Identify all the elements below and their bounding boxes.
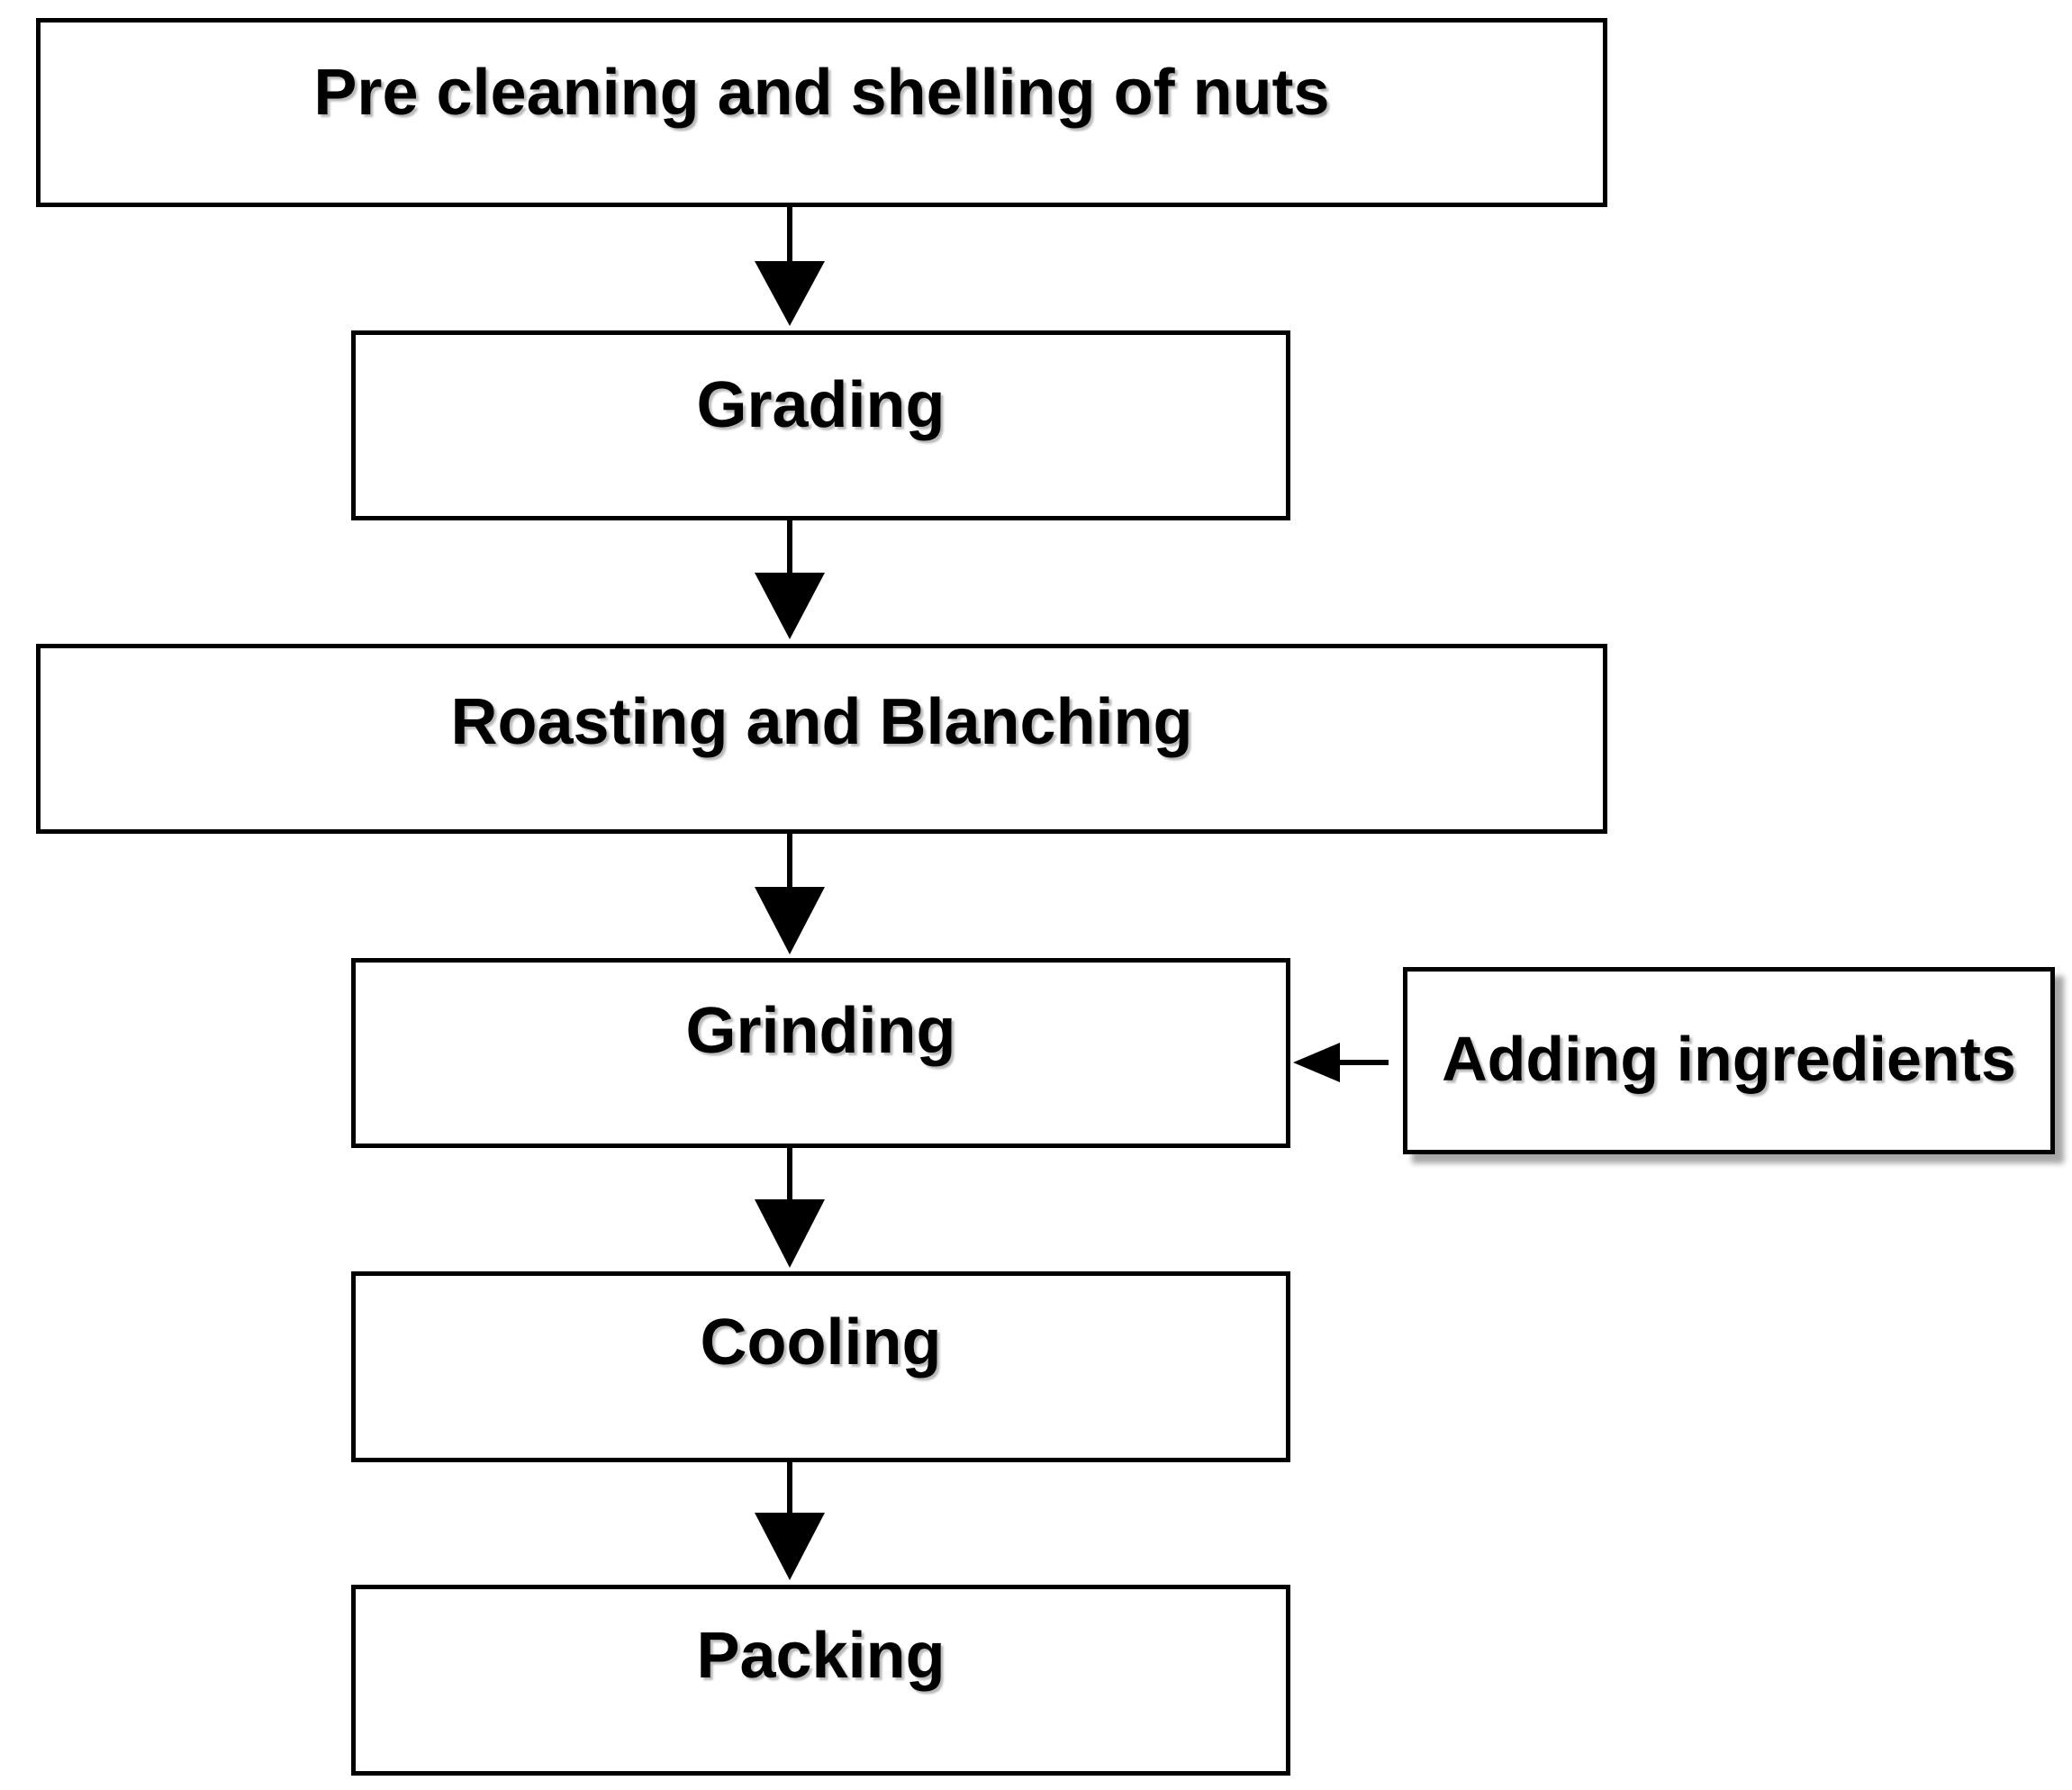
step-packing-label: Packing [696, 1620, 946, 1692]
step-grinding: Grinding [351, 958, 1290, 1148]
step-pre-cleaning: Pre cleaning and shelling of nuts [36, 18, 1607, 207]
step-cooling: Cooling [351, 1271, 1290, 1462]
step-grinding-label: Grinding [685, 995, 956, 1067]
step-roasting-blanching-label: Roasting and Blanching [450, 686, 1193, 758]
step-packing: Packing [351, 1585, 1290, 1776]
arrow-ingredients-to-grinding [1293, 1043, 1389, 1082]
step-grading-label: Grading [696, 369, 946, 441]
arrow-step4-to-step5 [755, 1148, 825, 1268]
side-input-adding-ingredients: Adding ingredients [1403, 967, 2055, 1154]
side-input-label: Adding ingredients [1442, 1024, 2016, 1094]
step-roasting-blanching: Roasting and Blanching [36, 644, 1607, 834]
step-grading: Grading [351, 330, 1290, 520]
step-pre-cleaning-label: Pre cleaning and shelling of nuts [313, 57, 1330, 129]
arrow-step2-to-step3 [755, 520, 825, 639]
step-cooling-label: Cooling [700, 1306, 942, 1379]
arrow-step5-to-step6 [755, 1462, 825, 1580]
arrow-step1-to-step2 [755, 207, 825, 326]
arrow-step3-to-step4 [755, 834, 825, 954]
